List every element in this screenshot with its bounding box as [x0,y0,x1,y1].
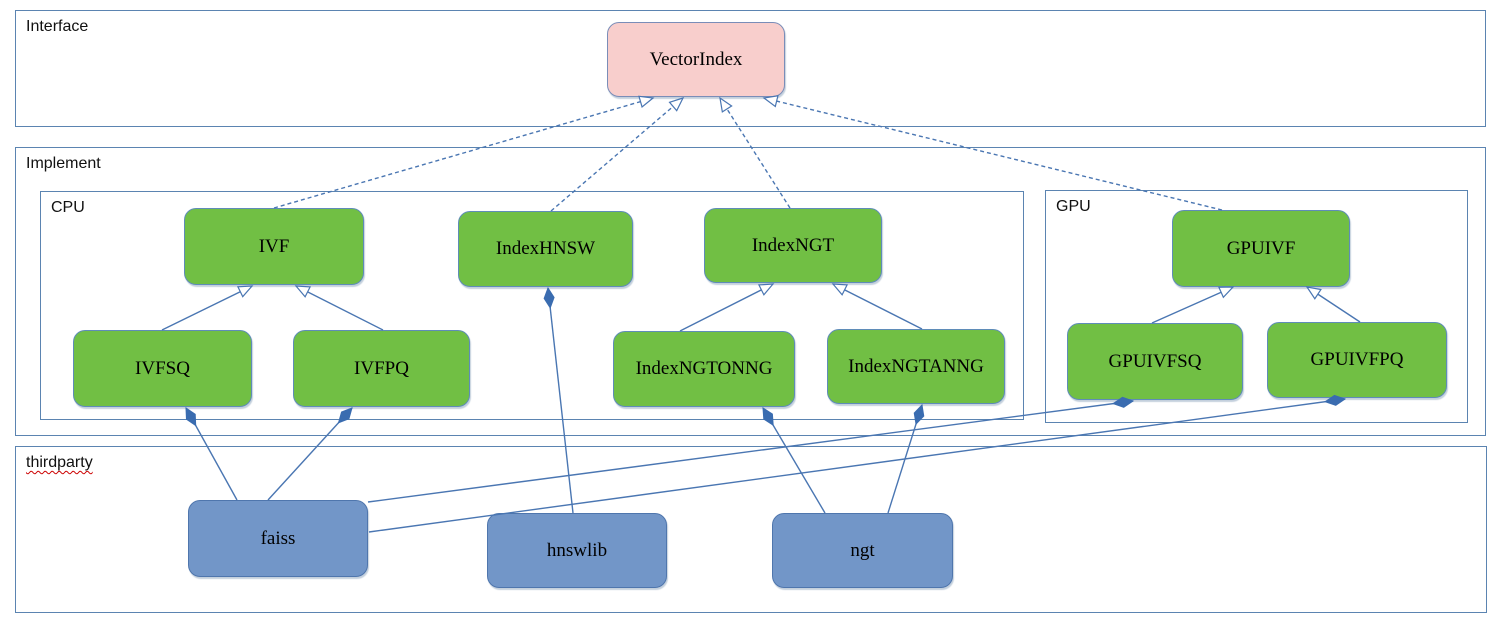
container-cpu-label: CPU [51,199,85,216]
container-implement-label: Implement [26,155,101,172]
node-indexngt-label: IndexNGT [751,234,835,256]
container-interface-label: Interface [26,18,89,35]
node-ivfsq[interactable]: IVFSQ [73,330,252,407]
node-ngt-label: ngt [850,539,875,561]
node-gpuivf[interactable]: GPUIVF [1172,210,1350,287]
node-hnswlib[interactable]: hnswlib [487,513,667,588]
node-gpuivfpq-label: GPUIVFPQ [1310,349,1404,370]
node-ngt[interactable]: ngt [772,513,953,588]
node-faiss-label: faiss [260,527,296,549]
node-ivfpq-label: IVFPQ [354,357,409,379]
node-ivfpq[interactable]: IVFPQ [293,330,470,407]
node-ivf[interactable]: IVF [184,208,364,285]
node-faiss[interactable]: faiss [188,500,368,577]
node-vectorindex[interactable]: VectorIndex [607,22,785,97]
node-indexhnsw-label: IndexHNSW [495,238,596,259]
node-indexngtanng[interactable]: IndexNGTANNG [827,329,1005,404]
node-ivfsq-label: IVFSQ [135,357,190,379]
node-indexngtonng[interactable]: IndexNGTONNG [613,331,795,407]
node-gpuivf-label: GPUIVF [1226,237,1296,259]
node-gpuivfsq[interactable]: GPUIVFSQ [1067,323,1243,400]
node-gpuivfsq-label: GPUIVFSQ [1108,350,1202,372]
container-gpu-label: GPU [1056,198,1091,215]
container-thirdparty-label: thirdparty [26,454,93,471]
node-vectorindex-label: VectorIndex [649,48,743,70]
node-ivf-label: IVF [258,235,290,257]
node-gpuivfpq[interactable]: GPUIVFPQ [1267,322,1447,398]
node-indexngtonng-label: IndexNGTONNG [635,358,773,379]
node-indexngt[interactable]: IndexNGT [704,208,882,283]
node-hnswlib-label: hnswlib [546,539,608,561]
node-indexhnsw[interactable]: IndexHNSW [458,211,633,287]
node-indexngtanng-label: IndexNGTANNG [848,355,984,377]
